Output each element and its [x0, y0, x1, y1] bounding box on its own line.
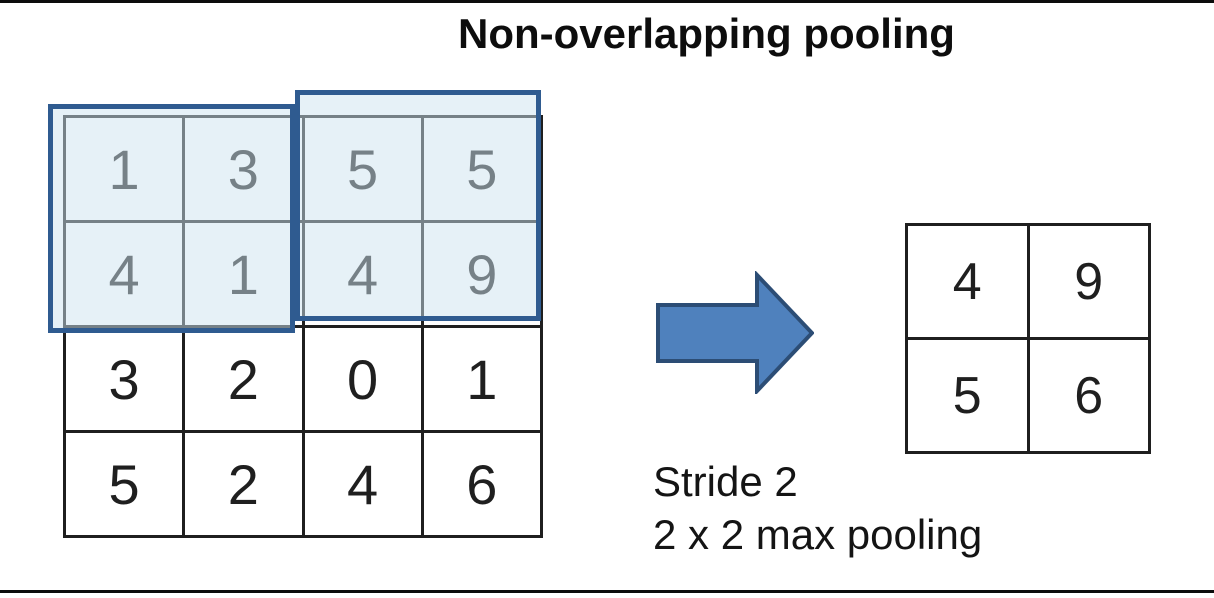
- right-arrow-icon: [656, 269, 815, 397]
- input-cell-r2c0: 3: [66, 328, 183, 430]
- input-cell-r3c3: 6: [423, 433, 540, 535]
- output-cell-r1c1: 6: [1029, 340, 1148, 451]
- stride-label: Stride 2: [653, 458, 798, 505]
- pooling-window-left: [48, 104, 295, 333]
- output-cell-r0c0: 4: [908, 226, 1027, 337]
- top-border-rule: [0, 0, 1214, 3]
- bottom-border-rule: [0, 590, 1214, 593]
- input-cell-r2c2: 0: [304, 328, 421, 430]
- pooling-window-right: [295, 90, 541, 321]
- input-cell-r2c1: 2: [185, 328, 302, 430]
- pooling-caption: Stride 2 2 x 2 max pooling: [653, 455, 982, 561]
- output-grid: 4 9 5 6: [905, 223, 1151, 454]
- page-title: Non-overlapping pooling: [458, 10, 955, 57]
- input-cell-r3c0: 5: [66, 433, 183, 535]
- max-pooling-label: 2 x 2 max pooling: [653, 511, 983, 558]
- output-cell-r0c1: 9: [1029, 226, 1148, 337]
- input-cell-r3c2: 4: [304, 433, 421, 535]
- input-cell-r2c3: 1: [423, 328, 540, 430]
- input-cell-r3c1: 2: [185, 433, 302, 535]
- output-cell-r1c0: 5: [908, 340, 1027, 451]
